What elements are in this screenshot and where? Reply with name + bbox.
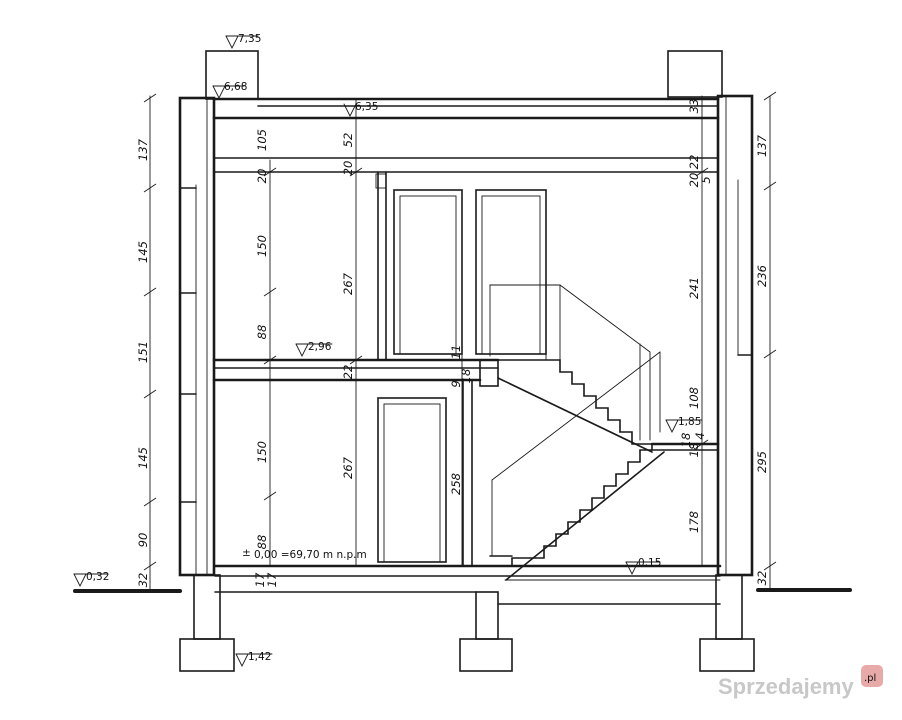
- dim-left-inner: 20: [255, 169, 269, 184]
- dim-right-inner: 4: [693, 432, 707, 439]
- dim-stair-post: 18: [459, 369, 473, 384]
- dim-right-inner: 241: [687, 277, 701, 299]
- dim-right-inner: 108: [687, 387, 701, 409]
- level-ground-sign: ±: [242, 547, 251, 559]
- dim-mid: 267: [341, 456, 355, 479]
- level-grade-left: 0,32: [86, 571, 109, 583]
- level-landing: 1,85: [678, 416, 701, 428]
- dim-right-inner: 22: [687, 155, 701, 170]
- level-ground: 0,00 =69,70 m n.p.m: [254, 549, 367, 561]
- dim-right-inner: 18: [679, 433, 693, 448]
- dim-mid: 267: [341, 272, 355, 295]
- watermark-logo: Sprzedajemy .pl: [718, 665, 883, 699]
- level-top-chimney: 7,35: [238, 33, 261, 45]
- chimneys: [205, 50, 723, 100]
- ground-slab: [213, 564, 722, 605]
- lower-interior: [377, 379, 473, 567]
- watermark-badge: [861, 665, 883, 687]
- dim-left-inner: 105: [255, 129, 269, 151]
- ground-line: [73, 588, 852, 593]
- dim-left-outer: 32: [136, 573, 150, 588]
- level-roof-left: 6,68: [224, 81, 247, 93]
- dim-right-inner: 5: [699, 176, 713, 183]
- dim-left-inner: 88: [255, 325, 269, 340]
- foundations: [179, 574, 755, 672]
- left-wall: [178, 96, 216, 577]
- dim-left-inner: 17: [265, 572, 279, 587]
- dim-right-inner: 33: [687, 99, 701, 114]
- dim-right-inner: 18: [687, 443, 701, 458]
- dim-left-outer: 137: [136, 138, 150, 161]
- dim-mid: 22: [341, 365, 355, 380]
- watermark-text: Sprzedajemy: [718, 674, 854, 699]
- upper-interior: [375, 171, 547, 361]
- dim-stair-post: 9: [449, 380, 463, 387]
- dim-left-inner: 17: [253, 572, 267, 587]
- level-roof-mid: 6,35: [355, 101, 378, 113]
- dim-left-inner: 150: [255, 441, 269, 463]
- dim-right-inner: 178: [687, 511, 701, 533]
- roof-slab: [212, 97, 720, 173]
- dimension-labels: 137 145 151 145 90 32 105 20 150 88 150 …: [136, 99, 769, 588]
- level-labels: 7,35 6,68 6,35 2,96 1,85 ± 0,00 =69,70 m…: [86, 33, 701, 663]
- dim-left-inner: 150: [255, 235, 269, 257]
- dim-mid: 52: [341, 133, 355, 148]
- dim-right-inner: 20: [687, 173, 701, 188]
- dimension-lines: [143, 91, 777, 591]
- dim-right-outer: 236: [755, 265, 769, 287]
- watermark-badge-label: .pl: [864, 673, 876, 684]
- dim-left-outer: 90: [136, 533, 150, 548]
- dim-right-outer: 137: [755, 134, 769, 157]
- level-markers: [73, 35, 703, 668]
- dim-left-outer: 145: [136, 447, 150, 469]
- level-grade-right: 0,15: [638, 557, 661, 569]
- staircase: [489, 284, 720, 581]
- dim-stair-post: 258: [449, 473, 463, 495]
- dim-mid: 20: [341, 161, 355, 176]
- dim-left-inner: 88: [255, 535, 269, 550]
- dim-right-outer: 32: [755, 571, 769, 586]
- dim-left-outer: 151: [136, 341, 150, 363]
- dim-stair-post: 11: [449, 345, 463, 360]
- right-wall: [716, 94, 754, 577]
- dim-right-outer: 295: [755, 451, 769, 473]
- level-first-floor: 2,96: [308, 341, 332, 353]
- level-foundation: 1,42: [248, 651, 271, 663]
- dim-left-outer: 145: [136, 241, 150, 263]
